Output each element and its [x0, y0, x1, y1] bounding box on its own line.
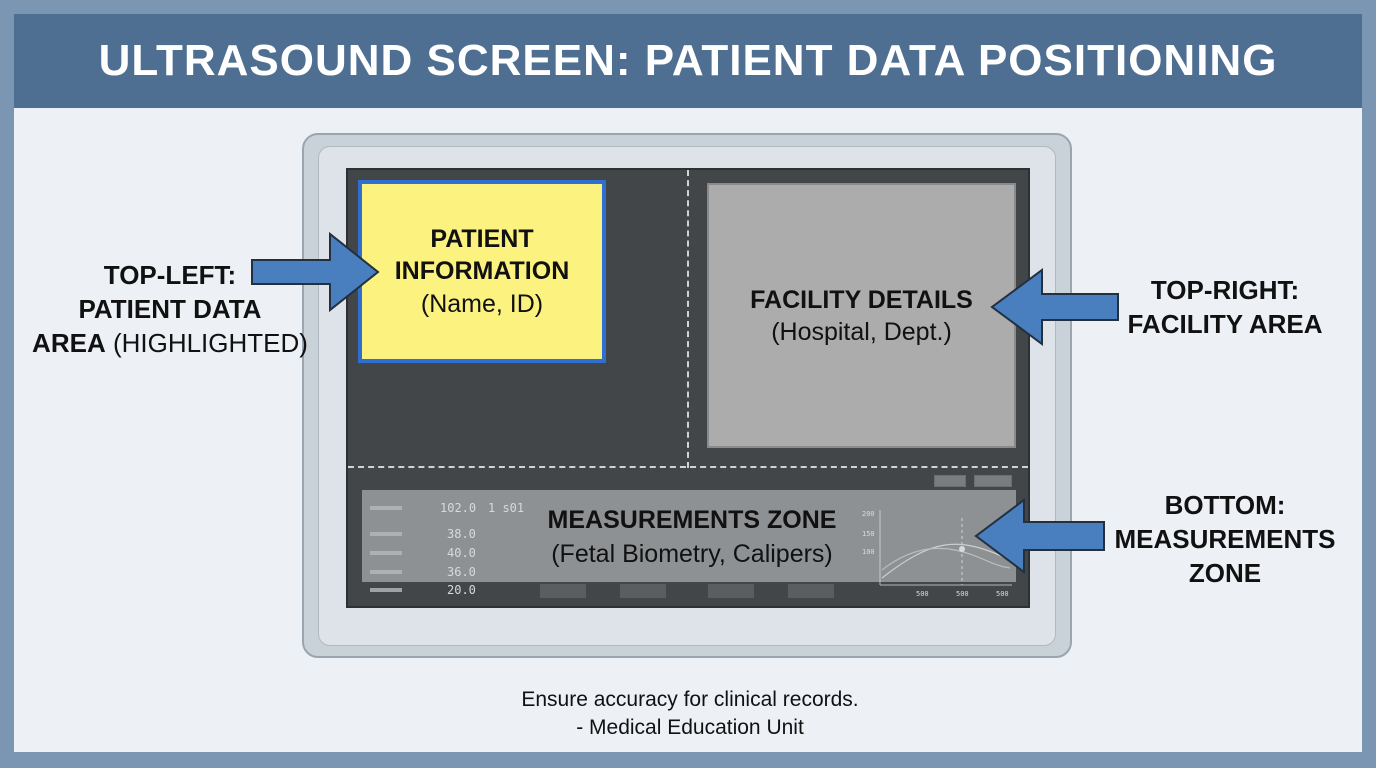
footer-line1: Ensure accuracy for clinical records. — [521, 688, 859, 711]
screen-softkey — [708, 584, 754, 598]
label-bottom-line3: ZONE — [1188, 558, 1262, 588]
measurement-row-value: 20.0 — [447, 583, 476, 597]
facility-subtitle: (Hospital, Dept.) — [771, 317, 952, 346]
label-top-right-line2: FACILITY AREA — [1127, 309, 1323, 339]
vertical-divider — [687, 170, 689, 468]
label-bottom-line1: BOTTOM: — [1164, 490, 1286, 520]
measurement-row-marker — [370, 588, 402, 592]
label-bottom-line2: MEASUREMENTS — [1114, 524, 1336, 554]
patient-heading-line2: INFORMATION — [394, 256, 570, 285]
measurement-row-marker — [370, 506, 402, 510]
screen-button — [974, 475, 1012, 487]
measurement-row-value: 36.0 — [447, 565, 476, 579]
label-bottom: BOTTOM: MEASUREMENTS ZONE — [1110, 488, 1340, 590]
screen-softkey — [620, 584, 666, 598]
measurement-row-marker — [370, 551, 402, 555]
label-top-left-highlighted: (HIGHLIGHTED) — [105, 328, 308, 358]
label-top-left-line2: PATIENT DATA — [78, 294, 262, 324]
patient-heading-line1: PATIENT — [430, 224, 534, 253]
footer-line2: - Medical Education Unit — [576, 716, 804, 739]
footer-note: Ensure accuracy for clinical records. - … — [440, 686, 940, 742]
facility-details-zone: FACILITY DETAILS (Hospital, Dept.) — [707, 183, 1016, 448]
measurement-row-marker — [370, 570, 402, 574]
label-top-right-line1: TOP-RIGHT: — [1150, 275, 1300, 305]
patient-information-zone: PATIENT INFORMATION (Name, ID) — [358, 180, 606, 363]
screen-softkey — [788, 584, 834, 598]
measurement-row-value: 40.0 — [447, 546, 476, 560]
label-top-left: TOP-LEFT: PATIENT DATA AREA (HIGHLIGHTED… — [20, 258, 320, 360]
label-top-left-line1: TOP-LEFT: — [103, 260, 237, 290]
measurements-subtitle: (Fetal Biometry, Calipers) — [551, 540, 833, 568]
screen-softkey — [540, 584, 586, 598]
measurements-heading: MEASUREMENTS ZONE — [547, 506, 837, 534]
label-top-left-line3: AREA (HIGHLIGHTED) — [20, 326, 320, 360]
horizontal-divider — [348, 466, 1028, 468]
measurement-header-value: 1 s01 — [488, 501, 525, 515]
patient-subtitle: (Name, ID) — [420, 289, 544, 318]
measurement-row-value: 38.0 — [447, 527, 476, 541]
page-title: ULTRASOUND SCREEN: PATIENT DATA POSITION… — [98, 36, 1278, 85]
measurement-row-marker — [370, 532, 402, 536]
facility-heading: FACILITY DETAILS — [750, 285, 973, 314]
label-top-right: TOP-RIGHT: FACILITY AREA — [1110, 273, 1340, 341]
label-top-left-area: AREA — [32, 328, 106, 358]
title-bar: ULTRASOUND SCREEN: PATIENT DATA POSITION… — [14, 14, 1362, 108]
measurement-header-value: 102.0 — [440, 501, 477, 515]
screen-button — [934, 475, 966, 487]
